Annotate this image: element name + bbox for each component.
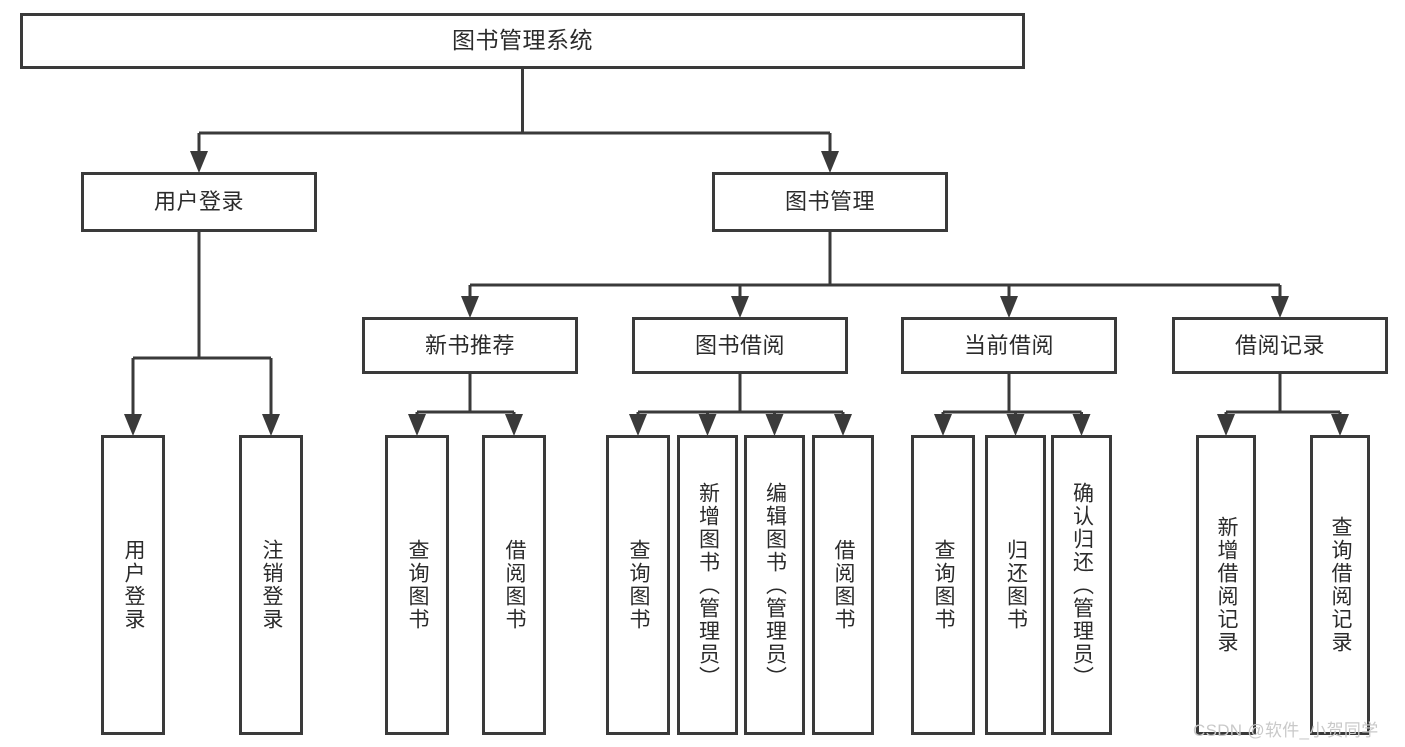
node-label: 新书推荐 <box>424 332 515 358</box>
node-leaf-borrow-book-2[interactable]: 借阅图书 <box>812 435 874 735</box>
node-label: 借阅记录 <box>1234 332 1325 358</box>
arrow-head <box>1331 414 1349 436</box>
arrow-head <box>629 414 647 436</box>
node-label: 图书管理 <box>784 189 875 215</box>
node-label: 用户登录 <box>122 539 146 631</box>
arrow-head <box>1217 414 1235 436</box>
node-label: 归还图书 <box>1004 539 1028 631</box>
node-leaf-user-login[interactable]: 用户登录 <box>101 435 165 735</box>
node-leaf-edit-book[interactable]: 编辑图书（管理员） <box>744 435 805 735</box>
node-label: 查询图书 <box>627 539 651 631</box>
node-label: 编辑图书（管理员） <box>763 481 787 689</box>
node-borrow-record[interactable]: 借阅记录 <box>1172 317 1388 374</box>
arrow-head <box>461 296 479 318</box>
arrow-head <box>190 151 208 173</box>
node-new-book-rec[interactable]: 新书推荐 <box>362 317 578 374</box>
node-leaf-confirm-return[interactable]: 确认归还（管理员） <box>1051 435 1112 735</box>
node-leaf-user-logout[interactable]: 注销登录 <box>239 435 303 735</box>
arrow-head <box>408 414 426 436</box>
node-label: 注销登录 <box>260 539 284 631</box>
node-label: 借阅图书 <box>503 539 527 631</box>
node-leaf-query-record[interactable]: 查询借阅记录 <box>1310 435 1370 735</box>
arrow-head <box>1072 414 1091 436</box>
node-leaf-query-book-2[interactable]: 查询图书 <box>606 435 670 735</box>
node-label: 查询图书 <box>932 539 956 631</box>
node-current-borrow[interactable]: 当前借阅 <box>901 317 1117 374</box>
arrow-head <box>124 414 142 436</box>
node-leaf-query-book-3[interactable]: 查询图书 <box>911 435 975 735</box>
node-leaf-borrow-book-1[interactable]: 借阅图书 <box>482 435 546 735</box>
arrow-head <box>731 296 749 318</box>
node-user-login[interactable]: 用户登录 <box>81 172 317 232</box>
node-leaf-add-book[interactable]: 新增图书（管理员） <box>677 435 738 735</box>
arrow-head <box>934 414 952 436</box>
arrow-head <box>821 151 839 173</box>
node-label: 查询借阅记录 <box>1329 516 1353 654</box>
arrow-head <box>698 414 717 436</box>
arrow-head <box>505 414 523 436</box>
csdn-watermark: CSDN @软件_小贺同学 <box>1193 721 1379 740</box>
node-label: 图书借阅 <box>694 332 785 358</box>
node-leaf-query-book-1[interactable]: 查询图书 <box>385 435 449 735</box>
arrow-head <box>834 414 852 436</box>
node-label: 当前借阅 <box>963 332 1054 358</box>
node-label: 用户登录 <box>153 189 244 215</box>
node-book-borrow[interactable]: 图书借阅 <box>632 317 848 374</box>
node-label: 新增图书（管理员） <box>696 481 720 689</box>
arrow-head <box>1000 296 1018 318</box>
node-label: 确认归还（管理员） <box>1070 481 1094 689</box>
node-leaf-add-record[interactable]: 新增借阅记录 <box>1196 435 1256 735</box>
node-leaf-return-book[interactable]: 归还图书 <box>985 435 1046 735</box>
node-label: 借阅图书 <box>832 539 856 631</box>
arrow-head <box>1006 414 1025 436</box>
arrow-head <box>1271 296 1289 318</box>
node-label: 新增借阅记录 <box>1215 516 1239 654</box>
node-book-mgmt[interactable]: 图书管理 <box>712 172 948 232</box>
node-label: 查询图书 <box>406 539 430 631</box>
arrow-head <box>765 414 784 436</box>
node-label: 图书管理系统 <box>452 27 593 54</box>
node-root[interactable]: 图书管理系统 <box>20 13 1025 69</box>
arrow-head <box>262 414 280 436</box>
